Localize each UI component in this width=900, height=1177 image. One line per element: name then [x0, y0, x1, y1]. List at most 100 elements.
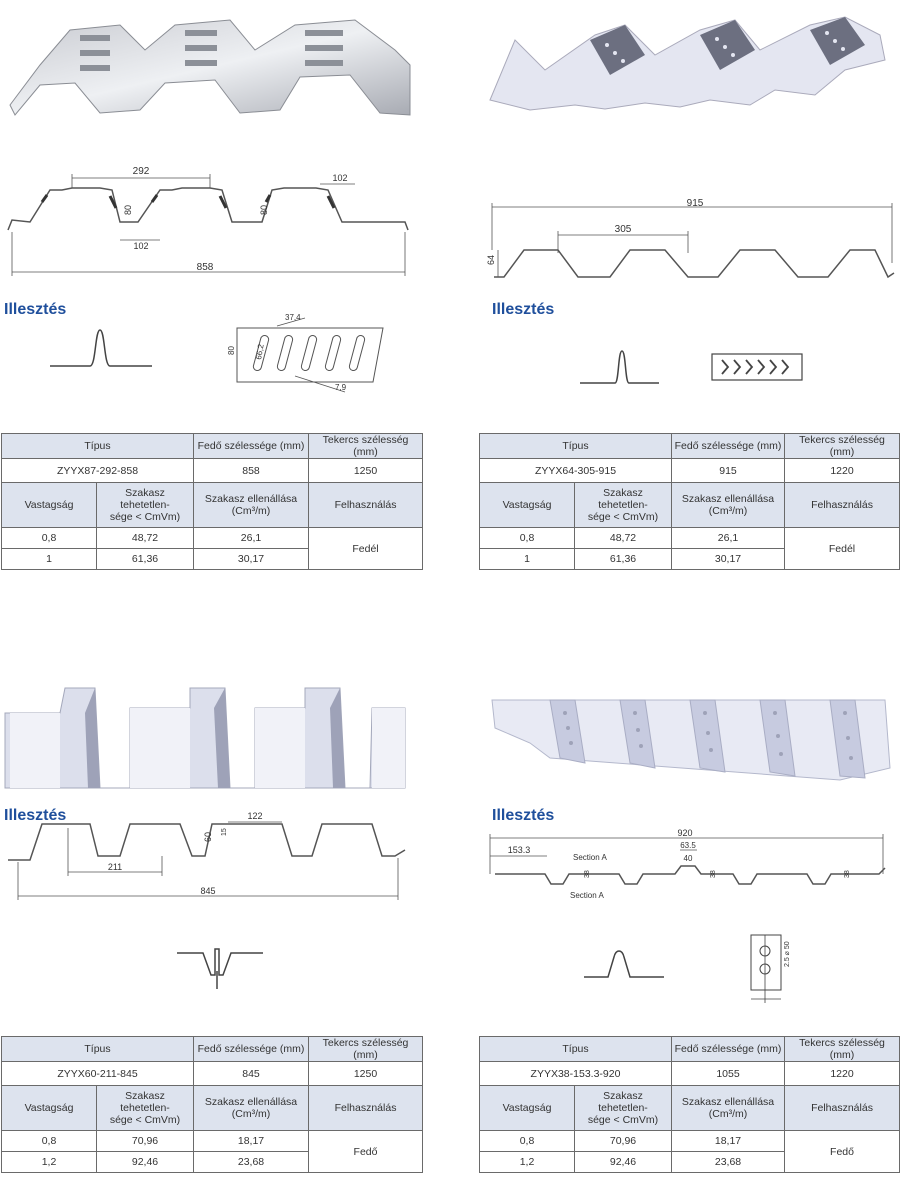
profile-panel-4: Illesztés 920 153.3 Section A Section A …: [450, 588, 900, 1176]
table-cell: 92,46: [573, 1151, 673, 1173]
table-cell: 0,8: [1, 527, 97, 549]
table-cell: 48,72: [95, 527, 195, 549]
h1-4: 38: [584, 870, 591, 878]
header-inertia: Szakasz tehetetlen-sége < CmVm): [573, 482, 673, 528]
model-name: ZYYX87-292-858: [0, 458, 195, 483]
table-cell: 70,96: [573, 1130, 673, 1152]
height-3: 60: [203, 832, 213, 842]
profile-panel-1: 292 102 102 80 80 858 Illesztés 37,4 66,…: [0, 0, 450, 588]
cover-width-value: 915: [671, 458, 786, 483]
header-resistance: Szakasz ellenállása(Cm³/m): [193, 1085, 310, 1131]
coil-width-value: 1220: [784, 1061, 900, 1086]
table-cell: 30,17: [671, 548, 786, 570]
table-cell: 1: [479, 548, 575, 570]
pitch-2: 305: [615, 224, 632, 235]
coil-width-value: 1250: [308, 458, 424, 483]
header-inertia: Szakasz tehetetlen-sége < CmVm): [573, 1085, 673, 1131]
profile-drawing-4: 920 153.3 Section A Section A 63.5 40 38…: [489, 828, 886, 900]
embossing-detail-1: 37,4 66,2 80 7,9: [227, 313, 384, 393]
table-cell: 26,1: [671, 527, 786, 549]
header-usage: Felhasználás: [784, 1085, 900, 1131]
joint-detail-1: [50, 329, 152, 367]
header-thickness: Vastagság: [479, 1085, 575, 1131]
table-cell: 26,1: [193, 527, 310, 549]
overall-4: 920: [677, 828, 692, 838]
h2-4: 38: [710, 870, 717, 878]
header-resistance: Szakasz ellenállása(Cm³/m): [671, 482, 786, 528]
table-cell: 48,72: [573, 527, 673, 549]
cover-width-value: 845: [193, 1061, 310, 1086]
header-inertia: Szakasz tehetetlen-sége < CmVm): [95, 1085, 195, 1131]
header-coil-width: Tekercs szélesség (mm): [308, 1036, 424, 1062]
spec-table-2: Típus Fedő szélessége (mm) Tekercs széle…: [478, 433, 900, 570]
model-name: ZYYX60-211-845: [0, 1061, 195, 1086]
spec-table-4: Típus Fedő szélessége (mm) Tekercs széle…: [478, 1036, 900, 1173]
detail-4: 2.5 ⌀ 50: [784, 941, 791, 967]
header-cover-width: Fedő szélessége (mm): [193, 433, 310, 459]
embossing-detail-2: [711, 353, 803, 381]
section-label-2: Illesztés: [492, 301, 555, 318]
product-photo-1: [9, 19, 411, 116]
joint-detail-4: [584, 950, 664, 978]
header-inertia: Szakasz tehetetlen-sége < CmVm): [95, 482, 195, 528]
rib-4: 40: [684, 854, 693, 863]
table-cell: 1,2: [479, 1151, 575, 1173]
usage-value: Fedél: [308, 527, 424, 570]
model-name: ZYYX64-305-915: [478, 458, 673, 483]
table-cell: 0,8: [479, 1130, 575, 1152]
header-type: Típus: [478, 1036, 673, 1062]
model-name: ZYYX38-153.3-920: [478, 1061, 673, 1086]
header-resistance: Szakasz ellenállása(Cm³/m): [193, 482, 310, 528]
header-usage: Felhasználás: [308, 482, 424, 528]
hole-detail-4: 2.5 ⌀ 50: [750, 934, 791, 1003]
product-photo-4: [491, 699, 891, 781]
section-a-label-2: Section A: [570, 891, 604, 900]
coil-width-value: 1250: [308, 1061, 424, 1086]
table-cell: 61,36: [573, 548, 673, 570]
profile-panel-2: 915 305 64 Illesztés Típus Fedő szélessé…: [450, 0, 900, 588]
height-1a: 80: [123, 205, 133, 215]
usage-value: Fedő: [784, 1130, 900, 1173]
header-thickness: Vastagság: [479, 482, 575, 528]
header-thickness: Vastagság: [1, 1085, 97, 1131]
profile-drawing-1: 292 102 102 80 80 858: [7, 166, 409, 276]
table-cell: 61,36: [95, 548, 195, 570]
table-cell: 18,17: [671, 1130, 786, 1152]
product-photo-3: [4, 687, 406, 789]
table-cell: 30,17: [193, 548, 310, 570]
joint-detail-2: [580, 350, 659, 384]
pitch-4: 153.3: [508, 845, 531, 855]
table-cell: 23,68: [193, 1151, 310, 1173]
pitch-3: 211: [108, 862, 122, 872]
dim-top-1: 292: [133, 166, 150, 177]
detail-d1: 37,4: [285, 313, 301, 322]
section-label-1: Illesztés: [4, 301, 67, 318]
overall-1: 858: [197, 262, 214, 273]
table-cell: 70,96: [95, 1130, 195, 1152]
detail-d3: 80: [227, 346, 236, 355]
header-coil-width: Tekercs szélesség (mm): [308, 433, 424, 459]
header-type: Típus: [478, 433, 673, 459]
header-usage: Felhasználás: [308, 1085, 424, 1131]
table-cell: 23,68: [671, 1151, 786, 1173]
section-label-3: Illesztés: [4, 807, 67, 824]
usage-value: Fedél: [784, 527, 900, 570]
header-cover-width: Fedő szélessége (mm): [671, 433, 786, 459]
header-cover-width: Fedő szélessége (mm): [671, 1036, 786, 1062]
coil-width-value: 1220: [784, 458, 900, 483]
header-usage: Felhasználás: [784, 482, 900, 528]
dim-right-1: 102: [332, 173, 347, 183]
section-a-label: Section A: [573, 853, 607, 862]
table-cell: 1,2: [1, 1151, 97, 1173]
h3-4: 38: [844, 870, 851, 878]
spec-table-1: Típus Fedő szélessége (mm) Tekercs széle…: [0, 433, 424, 570]
header-coil-width: Tekercs szélesség (mm): [784, 433, 900, 459]
table-cell: 92,46: [95, 1151, 195, 1173]
cover-width-value: 1055: [671, 1061, 786, 1086]
table-cell: 1: [1, 548, 97, 570]
product-photo-2: [489, 16, 886, 111]
detail-d4: 7,9: [335, 383, 347, 392]
detail-d2: 66,2: [254, 343, 266, 360]
dim-bottom-1: 102: [133, 241, 148, 251]
header-resistance: Szakasz ellenállása(Cm³/m): [671, 1085, 786, 1131]
